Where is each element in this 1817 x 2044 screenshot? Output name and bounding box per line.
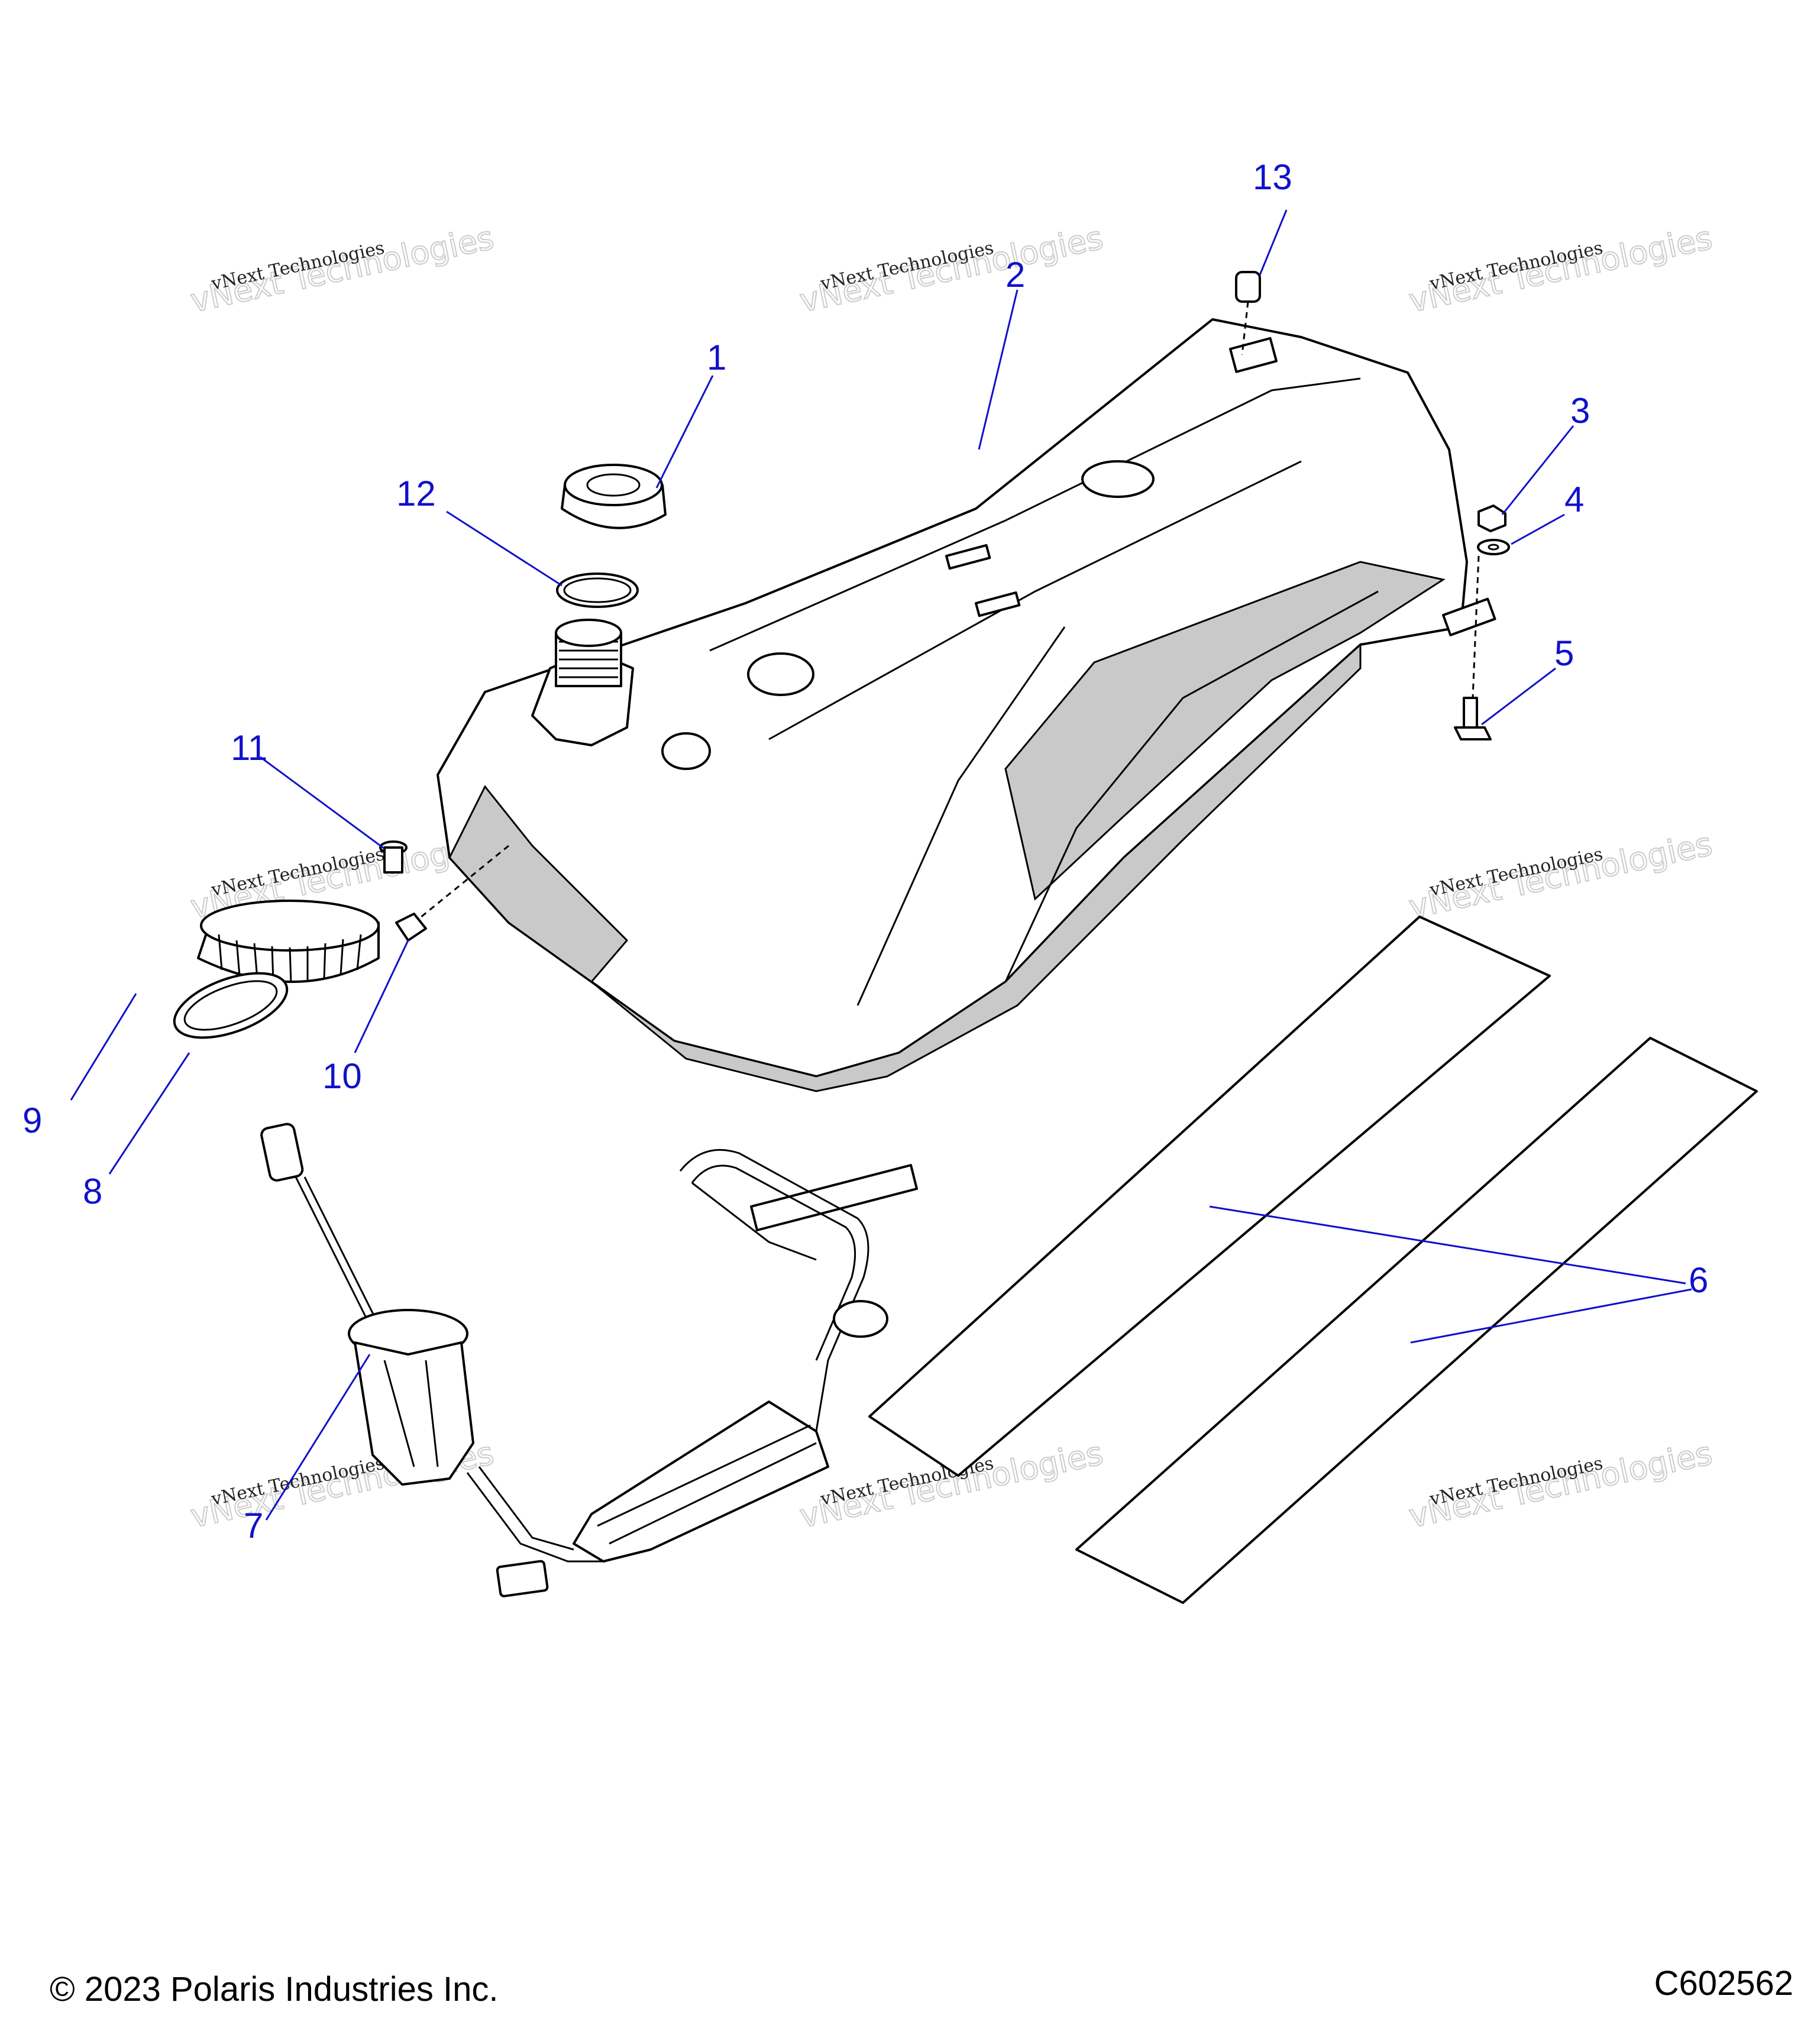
leader-4	[1511, 513, 1565, 545]
callout-labels: 1 2 3 4 5 6 7 8 9 10 11 12 13	[22, 157, 1708, 1545]
leader-10	[354, 940, 409, 1053]
watermark-9: vNext Technologies vNext Technologies	[1405, 1434, 1716, 1535]
copyright-notice: © 2023 Polaris Industries Inc.	[50, 1970, 499, 2009]
watermark-1: vNext Technologies vNext Technologies	[187, 218, 498, 320]
leader-13	[1259, 209, 1288, 276]
leader-11	[260, 756, 385, 850]
clip-nut-10	[395, 845, 509, 942]
watermark-6: vNext Technologies vNext Technologies	[1405, 824, 1716, 926]
callout-10: 10	[322, 1056, 362, 1096]
leader-9	[70, 993, 137, 1101]
o-ring	[556, 573, 639, 608]
callout-7: 7	[244, 1506, 263, 1545]
leader-3	[1501, 425, 1574, 515]
leader-2	[978, 289, 1019, 450]
lock-ring	[197, 900, 380, 984]
callout-5: 5	[1554, 633, 1574, 673]
callout-4: 4	[1564, 480, 1584, 519]
leader-lines	[70, 209, 1692, 1521]
watermark-2: vNext Technologies vNext Technologies	[796, 218, 1107, 320]
callout-11: 11	[231, 728, 267, 768]
washer	[1477, 539, 1510, 555]
leader-6b	[1410, 1288, 1692, 1344]
leader-6a	[1209, 1205, 1686, 1285]
callout-8: 8	[83, 1172, 102, 1211]
fuel-tank	[437, 318, 1496, 1092]
bolt-11	[379, 840, 408, 874]
callout-12: 12	[396, 474, 436, 513]
leader-7	[265, 1354, 371, 1521]
leader-1	[655, 375, 714, 489]
drawing-number: C602562	[1654, 1964, 1793, 2003]
fuel-pump-assembly	[260, 1123, 918, 1597]
grommet	[1235, 271, 1261, 355]
callout-13: 13	[1253, 157, 1292, 197]
heat-shields	[868, 916, 1758, 1604]
leader-5	[1481, 667, 1556, 726]
callout-3: 3	[1570, 391, 1590, 431]
callout-2: 2	[1006, 255, 1025, 295]
callout-6: 6	[1689, 1260, 1708, 1300]
bolt-5	[1454, 555, 1492, 740]
fuel-cap	[561, 464, 667, 529]
watermark-3: vNext Technologies vNext Technologies	[1405, 218, 1716, 320]
nut	[1477, 504, 1506, 532]
callout-1: 1	[707, 338, 726, 377]
callout-9: 9	[22, 1101, 42, 1140]
seal	[173, 972, 289, 1039]
leader-12	[446, 510, 562, 587]
leader-8	[108, 1052, 190, 1175]
